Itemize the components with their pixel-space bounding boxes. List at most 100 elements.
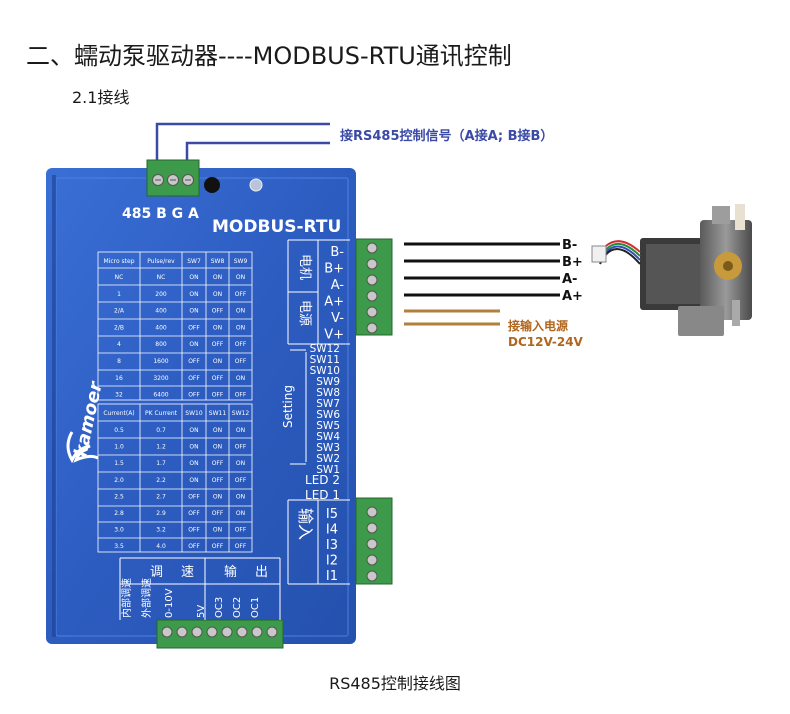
table-cell: OFF xyxy=(188,510,200,517)
switch-label: SW7 xyxy=(316,398,340,410)
power-annotation-line2: DC12V-24V xyxy=(508,335,583,349)
terminal-label: A- xyxy=(331,278,345,293)
terminal-label: B+ xyxy=(324,262,344,277)
input-label: I4 xyxy=(326,523,338,538)
table-cell: 2.7 xyxy=(156,493,166,500)
table-cell: ON xyxy=(236,324,245,331)
motor-power-screws xyxy=(366,242,378,334)
model-label: MODBUS-RTU xyxy=(212,217,341,237)
table-cell: 3.2 xyxy=(156,527,166,534)
table-cell: 1.2 xyxy=(156,444,166,451)
switch-label: SW9 xyxy=(316,376,340,388)
terminal-label: V- xyxy=(331,311,344,326)
table-cell: NC xyxy=(115,274,124,281)
table-cell: 1.0 xyxy=(114,444,124,451)
top-knob xyxy=(204,177,220,193)
driver-body xyxy=(46,168,356,644)
rs485-wire-2 xyxy=(185,141,330,160)
speed-group-label: 调速 xyxy=(150,565,212,580)
table-header-cell: SW8 xyxy=(211,258,225,265)
table-cell: ON xyxy=(213,444,222,451)
table-cell: 0.5 xyxy=(114,427,124,434)
table-cell: ON xyxy=(213,291,222,298)
table-cell: OFF xyxy=(188,493,200,500)
wire-labels: B-B+A-A+ xyxy=(562,238,583,304)
switch-label: SW12 xyxy=(310,343,340,355)
table-cell: 2/A xyxy=(114,308,125,315)
terminal-label: A+ xyxy=(324,295,344,310)
table-cell: OFF xyxy=(235,527,247,534)
peristaltic-pump-image xyxy=(591,204,752,336)
table-cell: ON xyxy=(236,274,245,281)
switch-label: SW5 xyxy=(316,420,340,432)
bottom-terminal-label: 外部调速 xyxy=(140,578,153,618)
table-cell: 8 xyxy=(117,358,121,365)
table-cell: 400 xyxy=(155,324,167,331)
figure-caption: RS485控制接线图 xyxy=(329,674,461,693)
terminal-label: B- xyxy=(330,245,344,260)
table-cell: 32 xyxy=(115,392,123,399)
switch-label: SW8 xyxy=(316,387,340,399)
table-cell: OFF xyxy=(235,291,247,298)
table-cell: 800 xyxy=(155,341,167,348)
led-label: LED 1 xyxy=(305,488,340,502)
table-cell: OFF xyxy=(235,444,247,451)
bottom-terminal-label: OC3 xyxy=(214,597,225,618)
wire-label: A+ xyxy=(562,289,583,304)
table-cell: ON xyxy=(236,460,245,467)
table-header-cell: SW10 xyxy=(185,410,203,417)
bottom-terminal-label: 内部调速 xyxy=(120,578,133,618)
table-header-cell: PK Current xyxy=(145,410,178,417)
wire-label: B- xyxy=(562,238,577,253)
output-group-label: 输出 xyxy=(224,564,286,580)
microstep-table-grid xyxy=(97,251,253,401)
table-cell: 400 xyxy=(155,308,167,315)
table-cell: 1 xyxy=(117,291,121,298)
table-cell: ON xyxy=(213,274,222,281)
table-cell: OFF xyxy=(212,308,224,315)
power-group-label: 电源 xyxy=(297,300,312,326)
table-cell: 2.9 xyxy=(156,510,166,517)
mount-hole xyxy=(249,178,263,192)
top-port-label: 485 B G A xyxy=(122,206,199,222)
rs485-annotation: 接RS485控制信号（A接A; B接B） xyxy=(340,129,554,144)
table-cell: 1600 xyxy=(153,358,168,365)
table-cell: ON xyxy=(236,493,245,500)
input-label: I2 xyxy=(326,554,338,569)
table-cell: ON xyxy=(189,444,198,451)
table-header-cell: SW11 xyxy=(209,410,227,417)
table-cell: OFF xyxy=(188,527,200,534)
table-cell: ON xyxy=(213,493,222,500)
table-cell: 3.0 xyxy=(114,527,124,534)
table-cell: 2/B xyxy=(114,324,124,331)
table-cell: ON xyxy=(189,308,198,315)
motor-power-terminal-block xyxy=(355,238,393,336)
current-table-grid xyxy=(97,403,253,553)
table-cell: ON xyxy=(236,308,245,315)
table-cell: OFF xyxy=(188,543,200,550)
table-cell: ON xyxy=(189,274,198,281)
switch-label: SW11 xyxy=(310,354,340,366)
table-cell: ON xyxy=(189,341,198,348)
table-cell: OFF xyxy=(235,341,247,348)
table-cell: 3200 xyxy=(153,375,168,382)
table-header-cell: SW9 xyxy=(234,258,248,265)
rs485-wire-1 xyxy=(155,122,330,160)
table-cell: ON xyxy=(236,375,245,382)
table-cell: ON xyxy=(236,510,245,517)
wire-label: B+ xyxy=(562,255,583,270)
table-cell: ON xyxy=(213,427,222,434)
table-cell: OFF xyxy=(188,392,200,399)
page-title: 二、蠕动泵驱动器----MODBUS-RTU通讯控制 xyxy=(26,42,512,70)
table-header-cell: Micro step xyxy=(103,258,134,265)
input-label: I1 xyxy=(326,569,338,584)
table-cell: NC xyxy=(157,274,166,281)
switch-label: SW4 xyxy=(316,431,340,443)
table-cell: 0.7 xyxy=(156,427,166,434)
switch-label: SW6 xyxy=(316,409,340,421)
table-cell: 4 xyxy=(117,341,121,348)
